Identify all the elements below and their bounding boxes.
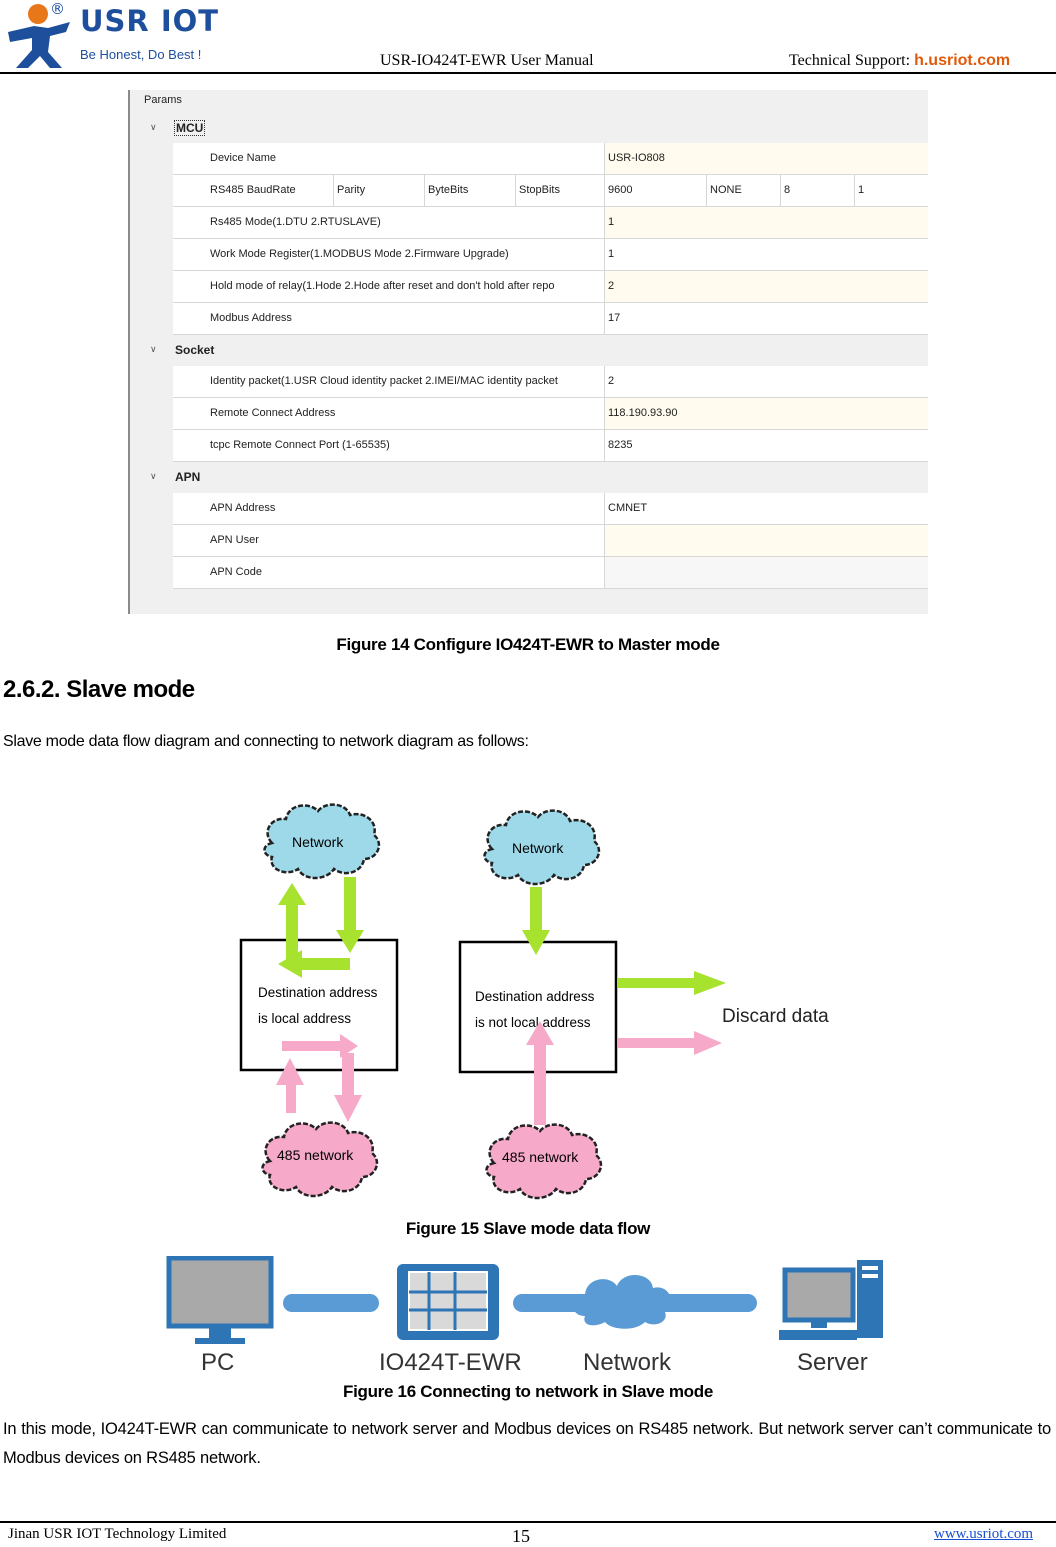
manual-title: USR-IO424T-EWR User Manual — [380, 52, 594, 69]
section-socket[interactable]: ∨ Socket — [130, 336, 928, 365]
param-name: RS485 BaudRate — [210, 184, 296, 196]
footer-url-link[interactable]: www.usriot.com — [934, 1526, 1034, 1542]
param-name: Identity packet(1.USR Cloud identity pac… — [210, 375, 558, 387]
param-row-device-name: Device Name USR-IO808 — [173, 143, 928, 175]
device-icon — [397, 1264, 499, 1340]
not-local-box-line-2: is not local address — [475, 1015, 591, 1030]
param-name: Hold mode of relay(1.Hode 2.Hode after r… — [210, 280, 555, 292]
conclusion-paragraph: In this mode, IO424T-EWR can communicate… — [3, 1420, 1051, 1467]
server-label: Server — [797, 1349, 868, 1376]
local-box-line-1: Destination address — [258, 985, 378, 1000]
param-row-identity: Identity packet(1.USR Cloud identity pac… — [173, 366, 928, 398]
pc-icon — [166, 1256, 274, 1344]
figure-14-caption: Figure 14 Configure IO424T-EWR to Master… — [336, 635, 720, 654]
param-value[interactable]: 2 — [608, 375, 615, 387]
param-value[interactable]: 118.190.93.90 — [608, 407, 678, 419]
param-row-work-mode: Work Mode Register(1.MODBUS Mode 2.Firmw… — [173, 239, 928, 271]
section-mcu[interactable]: ∨ MCU — [130, 114, 928, 143]
param-row-modbus-address: Modbus Address 17 — [173, 303, 928, 335]
param-name: Device Name — [210, 152, 277, 164]
param-row-rs485: RS485 BaudRate Parity ByteBits StopBits … — [173, 175, 928, 207]
param-value[interactable]: 1 — [858, 184, 865, 196]
figure-15-caption: Figure 15 Slave mode data flow — [405, 1219, 651, 1238]
param-value[interactable]: 2 — [608, 280, 615, 292]
section-apn[interactable]: ∨ APN — [130, 463, 928, 492]
param-value[interactable]: 1 — [608, 216, 615, 228]
logo-wordmark: USR IOT — [80, 4, 220, 38]
param-row-rs485-mode: Rs485 Mode(1.DTU 2.RTUSLAVE) 1 — [173, 207, 928, 239]
param-subname: ByteBits — [428, 184, 469, 196]
chevron-down-icon[interactable]: ∨ — [150, 344, 157, 354]
network-cloud-left-label: Network — [292, 834, 344, 850]
param-value[interactable]: 8 — [784, 184, 791, 196]
usr-iot-logo-icon — [8, 4, 70, 68]
link-pc-device — [283, 1294, 379, 1312]
param-value[interactable]: CMNET — [608, 502, 648, 514]
chevron-down-icon[interactable]: ∨ — [150, 471, 157, 481]
param-value[interactable]: NONE — [710, 184, 742, 196]
registered-mark: ® — [50, 0, 65, 18]
param-name: Rs485 Mode(1.DTU 2.RTUSLAVE) — [210, 216, 381, 228]
discard-data-label: Discard data — [722, 1006, 829, 1027]
not-local-box-line-1: Destination address — [475, 989, 595, 1004]
section-socket-label: Socket — [175, 343, 215, 357]
params-title: Params — [144, 94, 182, 106]
param-value[interactable]: 17 — [608, 312, 621, 324]
logo-slogan: Be Honest, Do Best ! — [80, 47, 202, 62]
section-mcu-label: MCU — [173, 120, 206, 136]
param-row-apn-address: APN Address CMNET — [173, 493, 928, 525]
pink-arrows-left — [276, 1034, 362, 1122]
param-name: APN Address — [210, 502, 276, 514]
support-link[interactable]: h.usriot.com — [914, 52, 1011, 69]
rs485-cloud-left-label: 485 network — [277, 1147, 354, 1163]
pc-label: PC — [201, 1349, 234, 1376]
server-icon — [779, 1260, 883, 1340]
figure-16-caption: Figure 16 Connecting to network in Slave… — [342, 1382, 713, 1401]
param-value[interactable]: 9600 — [608, 184, 633, 196]
param-name: Modbus Address — [210, 312, 292, 324]
param-row-hold-mode: Hold mode of relay(1.Hode 2.Hode after r… — [173, 271, 928, 303]
page-number: 15 — [512, 1526, 530, 1546]
slave-mode-data-flow-diagram: Network Network Destination address is l… — [239, 803, 829, 1200]
header-divider — [0, 72, 1056, 74]
rs485-cloud-right-label: 485 network — [502, 1149, 579, 1165]
param-row-apn-user: APN User — [173, 525, 928, 557]
param-name: Work Mode Register(1.MODBUS Mode 2.Firmw… — [210, 248, 509, 260]
param-row-remote-port: tcpc Remote Connect Port (1-65535) 8235 — [173, 430, 928, 462]
section-heading: 2.6.2. Slave mode — [3, 676, 195, 703]
network-label: Network — [583, 1349, 672, 1376]
param-value[interactable]: 8235 — [608, 439, 633, 451]
param-name: Remote Connect Address — [210, 407, 336, 419]
param-name: APN Code — [210, 566, 262, 578]
param-subname: StopBits — [519, 184, 560, 196]
pink-arrows-right — [526, 1021, 722, 1125]
param-name: APN User — [210, 534, 259, 546]
technical-support: Technical Support: h.usriot.com — [789, 52, 1010, 70]
param-value[interactable]: USR-IO808 — [608, 152, 665, 164]
network-cloud-right-label: Network — [512, 840, 564, 856]
param-subname: Parity — [337, 184, 366, 196]
local-box-line-2: is local address — [258, 1011, 351, 1026]
param-name: tcpc Remote Connect Port (1-65535) — [210, 439, 390, 451]
intro-text: Slave mode data flow diagram and connect… — [3, 733, 529, 750]
param-value[interactable]: 1 — [608, 248, 615, 260]
param-row-remote-address: Remote Connect Address 118.190.93.90 — [173, 398, 928, 430]
network-cloud-icon — [573, 1274, 671, 1329]
param-row-apn-code: APN Code — [173, 557, 928, 589]
green-arrows-left — [278, 877, 364, 978]
slave-mode-network-diagram: PC IO424T-EWR Network Server — [166, 1256, 883, 1376]
section-apn-label: APN — [175, 470, 201, 484]
green-arrows-right — [522, 887, 726, 995]
device-label: IO424T-EWR — [379, 1349, 522, 1376]
chevron-down-icon[interactable]: ∨ — [150, 122, 157, 132]
support-label: Technical Support: — [789, 52, 915, 69]
footer-divider — [0, 1521, 1056, 1523]
footer-company: Jinan USR IOT Technology Limited — [8, 1526, 227, 1542]
params-panel: Params ∨ MCU Device Name USR-IO808 RS485… — [128, 90, 928, 614]
